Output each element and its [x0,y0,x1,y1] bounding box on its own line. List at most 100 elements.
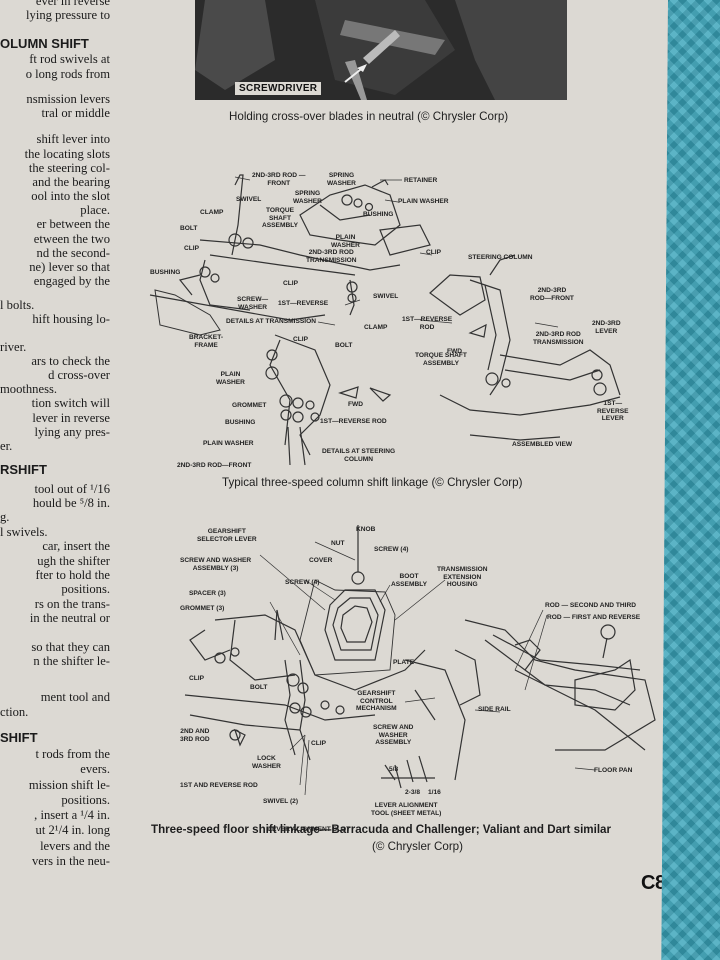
screwdriver-label: SCREWDRIVER [235,82,322,95]
text-line: engaged by the [33,274,110,288]
diagram-label: GROMMET [232,402,267,409]
diagram-label: 1ST AND REVERSE ROD [180,782,258,789]
diagram-label: ROD — SECOND AND THIRD [545,602,636,609]
diagram-label: GEARSHIFT SELECTOR LEVER [197,528,257,543]
text-line: shift lever into [36,132,110,146]
diagram-label: LEVER ALIGNMENT TOOL (SHEET METAL) [371,802,442,817]
diagram-label: SCREW AND WASHER ASSEMBLY [373,724,414,746]
screwdriver-photo: SCREWDRIVER [195,0,567,100]
text-line: river. [0,340,27,354]
diagram-label: BOLT [335,342,353,349]
text-line: lying any pres- [34,425,110,439]
text-line: tool out of ¹/16 [34,482,111,496]
diagram-label: 2-3/8 [405,789,421,796]
text-line: l swivels. [0,525,48,539]
diagram-label: ROD — FIRST AND REVERSE [547,614,641,621]
diagram-label: SCREW— WASHER [237,296,269,311]
page-number: C85 [641,872,677,894]
text-line: , insert a ¹/4 in. [34,808,110,822]
text-line: positions. [61,582,110,596]
diagram-label: SIDE RAIL [478,706,511,713]
diagram-label: CLIP [311,740,327,747]
diagram-label: TRANSMISSION EXTENSION HOUSING [437,566,488,588]
caption-bottom-lead: Three-speed floor shift linkage—Barracud… [151,823,611,836]
diagram-label: SWIVEL [373,293,399,300]
text-line: moothness. [0,382,58,396]
text-line: etween the two [33,232,110,246]
text-line: car, insert the [42,539,110,553]
diagram-label: 2ND-3RD ROD—FRONT [530,287,574,302]
text-line: fter to hold the [35,568,111,582]
diagram-label: 2ND-3RD ROD—FRONT [177,462,252,469]
diagram-label: PLATE [393,659,415,666]
text-line: ft rod swivels at [29,52,110,66]
diagram-label: STEERING COLUMN [468,254,533,261]
diagram-label: KNOB [356,526,376,533]
diagram-label: BRACKET- FRAME [189,334,224,349]
text-line: ever in reverse [35,0,110,8]
caption-middle: Typical three-speed column shift linkage… [222,476,523,489]
text-line: ars to check the [31,354,110,368]
diagram-label: SWIVEL (2) [263,798,299,805]
diagram-label: 2ND AND 3RD ROD [180,728,210,743]
diagram-label: CLIP [189,675,205,682]
diagram-label: 1ST—REVERSE [278,300,329,307]
diagram-label: PLAIN WASHER [203,440,254,447]
text-line: o long rods from [25,67,110,81]
text-line: ne) lever so that [29,260,110,274]
text-line: l bolts. [0,298,35,312]
text-line: ool into the slot [31,189,110,203]
text-line: in the neutral or [29,611,110,625]
diagram-label: FWD [447,348,463,355]
diagram-label: SPRING WASHER [327,172,356,187]
text-line: RSHIFT [0,462,47,477]
text-line: and the bearing [32,175,110,189]
diagram-label: CLIP [184,245,200,252]
diagram-label: PLAIN WASHER [216,371,245,386]
text-line: lying pressure to [26,8,110,22]
diagram-label: 1/16 [428,789,441,796]
floor-shift-diagram [184,525,656,796]
diagram-label: SPRING WASHER [293,190,322,205]
diagram-label: PLAIN WASHER [331,234,360,249]
photo-art [195,0,567,100]
diagram-label: SCREW (4) [374,546,409,553]
text-line: ction. [0,705,29,719]
diagram-label: BOLT [250,684,268,691]
diagram-label: ASSEMBLED VIEW [512,441,573,448]
text-line: evers. [80,762,110,776]
diagram-label: TORQUE SHAFT ASSEMBLY [415,352,467,367]
diagram-label: 5/8 [389,766,399,773]
text-line: t rods from the [35,747,111,761]
text-line: d cross-over [48,368,110,382]
diagram-label: LOCK WASHER [252,755,281,770]
diagram-label: BUSHING [150,269,181,276]
diagram-label: SPACER (3) [189,590,226,597]
diagram-label: DETAILS AT TRANSMISSION [226,318,316,325]
diagram-label: RETAINER [404,177,438,184]
diagram-label: CLAMP [200,209,224,216]
caption-bottom-line2: (© Chrysler Corp) [372,840,463,853]
diagram-label: FWD [348,401,364,408]
diagram-label: TORQUE SHAFT ASSEMBLY [262,207,299,229]
diagram-label: SWIVEL [236,196,262,203]
text-line: g. [0,510,10,524]
diagram-label: FLOOR PAN [594,767,633,774]
text-line: hould be ⁵/8 in. [32,496,110,510]
diagram-label: PLAIN WASHER [398,198,449,205]
text-line: OLUMN SHIFT [0,36,89,51]
diagram-label: 2ND-3RD ROD TRANSMISSION [306,249,357,264]
text-line: SHIFT [0,730,38,745]
caption-bottom-bold: Three-speed floor shift linkage— [151,823,332,836]
text-line: hift housing lo- [32,312,110,326]
diagram-label: CLIP [426,249,442,256]
diagram-label: 2ND-3RD ROD TRANSMISSION [533,331,584,346]
text-line: mission shift le- [28,778,110,792]
diagram-label: BUSHING [225,419,256,426]
diagram-label: 2ND-3RD LEVER [592,320,621,335]
column-shift-diagram [149,174,621,466]
diagram-label: GEARSHIFT CONTROL MECHANISM [356,690,397,712]
diagram-label: COVER [309,557,333,564]
caption-top: Holding cross-over blades in neutral (© … [229,110,509,123]
text-line: ugh the shifter [37,554,110,568]
